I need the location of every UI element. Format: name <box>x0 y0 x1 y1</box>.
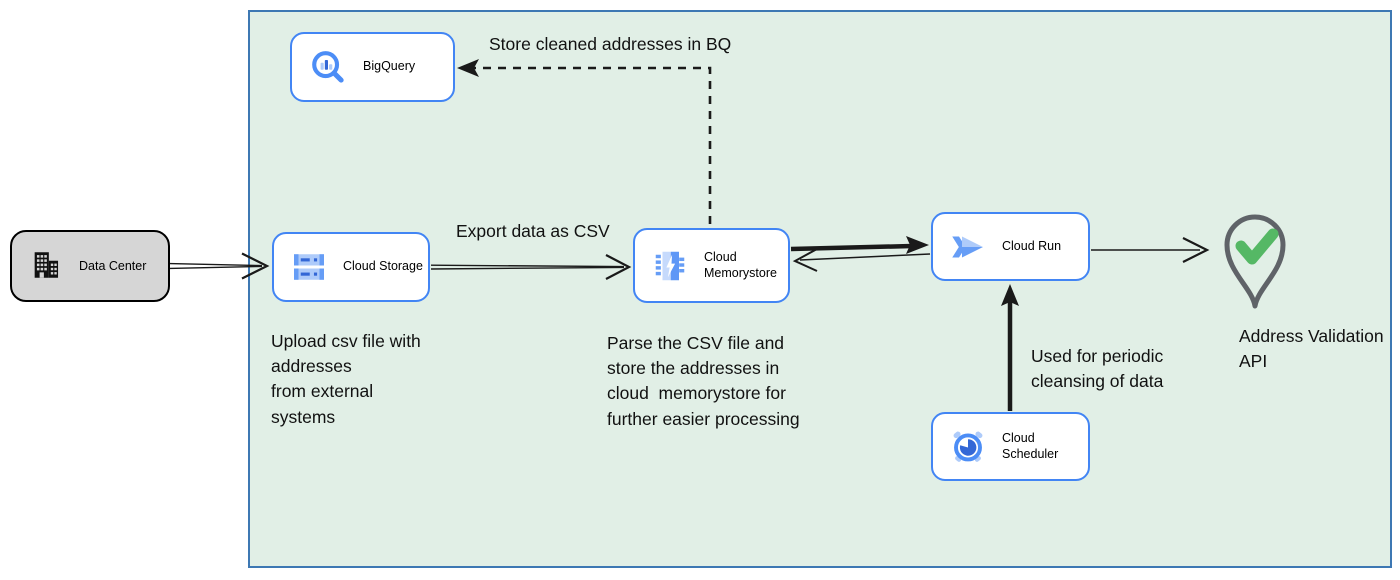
node-address-validation-api[interactable] <box>1218 208 1292 310</box>
node-label: Cloud Storage <box>343 259 423 274</box>
label-store-cleaned-bq: Store cleaned addresses in BQ <box>489 34 732 54</box>
node-bigquery[interactable]: BigQuery <box>290 32 455 102</box>
node-cloud-storage[interactable]: Cloud Storage <box>272 232 430 302</box>
gcp-boundary-container <box>248 10 1392 568</box>
node-cloud-run[interactable]: Cloud Run <box>931 212 1090 281</box>
node-label: Cloud Run <box>1002 238 1062 253</box>
note-upload-csv: Upload csv file with addresses from exte… <box>271 331 421 427</box>
label-address-validation-api: Address Validation API <box>1239 326 1388 372</box>
memorystore-icon <box>652 248 688 284</box>
cloud-run-icon <box>950 229 986 265</box>
cloud-scheduler-icon <box>950 429 986 465</box>
map-pin-check-icon <box>1224 214 1286 309</box>
cloud-storage-icon <box>291 249 327 285</box>
node-label: Data Center <box>79 259 147 273</box>
bigquery-icon <box>309 48 347 86</box>
check-icon <box>1235 228 1279 265</box>
node-label: BigQuery <box>363 59 416 74</box>
label-export-data-csv: Export data as CSV <box>456 221 610 241</box>
node-cloud-scheduler[interactable]: Cloud Scheduler <box>931 412 1090 481</box>
node-label: Cloud Scheduler <box>1002 430 1059 461</box>
node-cloud-memorystore[interactable]: Cloud Memorystore <box>633 228 790 303</box>
building-icon <box>29 248 63 285</box>
node-label: Cloud Memorystore <box>704 249 777 280</box>
note-periodic-cleansing: Used for periodic cleansing of data <box>1031 346 1164 392</box>
note-parse-csv: Parse the CSV file and store the address… <box>607 333 800 429</box>
node-data-center[interactable]: Data Center <box>10 230 170 302</box>
